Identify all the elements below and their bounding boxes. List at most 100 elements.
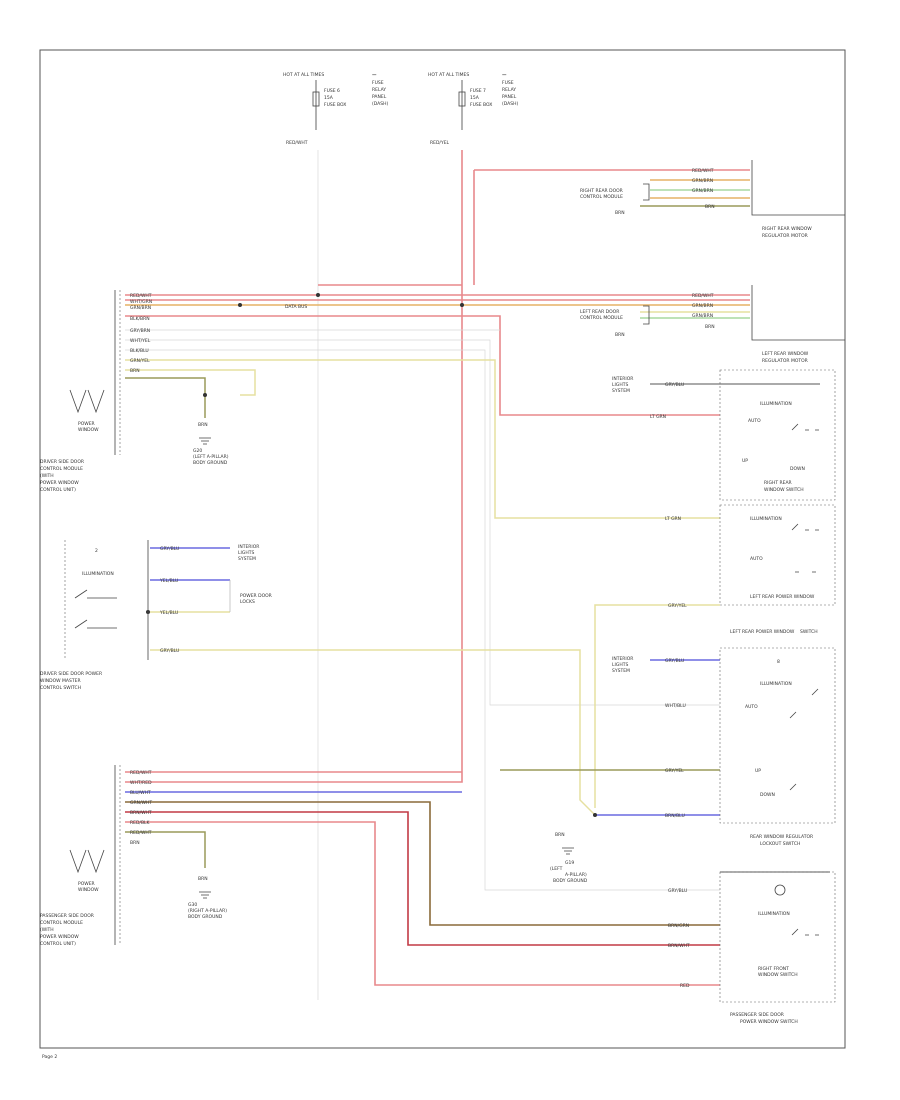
rrs-auto: AUTO: [748, 418, 761, 424]
lrs-auto: AUTO: [750, 556, 763, 562]
lr-pin-3: BRN: [705, 324, 715, 330]
driver-master-switch: 2 ILLUMINATION DRIVER SIDE DOOR POWER WI…: [40, 540, 272, 691]
pm-pin-6: RED/WHT: [130, 830, 152, 836]
fuse-6-line-2: 15A: [324, 95, 334, 101]
driver-module-pin-labels: RED/WHT WHT/GRN GRN/BRN BLK/BRN GRY/BRN …: [130, 293, 307, 374]
pm-label-4: POWER WINDOW: [40, 934, 79, 940]
diagram-frame: [39, 49, 846, 1049]
ground-driver: BRN G20 (LEFT A-PILLAR) BODY GROUND: [193, 422, 229, 466]
ps-pin-2: BRN/WHT: [668, 943, 690, 949]
gnd-pass-l2: (RIGHT A-PILLAR): [188, 908, 227, 914]
ms-label-1: DRIVER SIDE DOOR POWER: [40, 671, 102, 677]
pm-label-1: PASSENGER SIDE DOOR: [40, 913, 94, 919]
lr-label-2: REGULATOR MOTOR: [762, 358, 808, 364]
lo-up: UP: [755, 768, 761, 774]
bus-red-3: [125, 315, 720, 416]
fuse-7-note-1: FUSE: [502, 80, 514, 86]
gnd-pass-wire-label: BRN: [198, 876, 208, 882]
dm-pin-1: WHT/GRN: [130, 299, 152, 305]
gnd-driver-l2: (LEFT A-PILLAR): [193, 454, 229, 460]
pm-label-2: CONTROL MODULE: [40, 920, 83, 926]
dm-pin-4: GRY/BRN: [130, 328, 150, 334]
lr-pin-0: RED/WHT: [692, 293, 714, 299]
left-rear-window-switch: LT GRN GRY/YEL ILLUMINATION AUTO LEFT RE…: [665, 504, 836, 635]
fuse-7-line-2: 15A: [470, 95, 480, 101]
pass-module-icon-l2: WINDOW: [78, 887, 99, 893]
rr-motor-note-2: CONTROL MODULE: [580, 194, 623, 200]
right-rear-window-regulator: RIGHT REAR DOOR CONTROL MODULE BRN RED/W…: [580, 160, 845, 239]
rrs-up: UP: [742, 458, 748, 464]
fuse-6-dash: —: [372, 73, 377, 78]
pm-pin-7: BRN: [130, 840, 140, 846]
passenger-door-window-switch: GRY/BLU BRN/GRN BRN/WHT RED ILLUMINATION…: [668, 871, 836, 1025]
right-rear-window-switch: INTERIOR LIGHTS SYSTEM GRY/BLU LT GRN IL…: [612, 369, 836, 501]
left-rear-window-regulator: LEFT REAR DOOR CONTROL MODULE BRN RED/WH…: [580, 285, 845, 364]
ps-pin-0: GRY/BLU: [668, 888, 687, 894]
rr-label-1: RIGHT REAR WINDOW: [762, 226, 812, 232]
rrs-label-1: RIGHT REAR: [764, 480, 792, 486]
rear-window-lockout-switch: INTERIOR LIGHTS SYSTEM GRY/BLU WHT/BLU G…: [612, 647, 836, 847]
lo-int-3: SYSTEM: [612, 668, 630, 674]
fuse7-trunk: [125, 150, 463, 783]
pm-red-2: [125, 821, 720, 986]
page-corner-label: Page 2: [42, 1054, 57, 1060]
bus-yel-1: [125, 359, 720, 519]
lr-motor-gnd: BRN: [615, 332, 625, 338]
ms-pin-0: GRY/BLU: [160, 546, 179, 552]
lo-int-1: INTERIOR: [612, 656, 633, 662]
rrs-pin-1: LT GRN: [650, 414, 666, 420]
pm-pin-5: RED/BLK: [130, 820, 151, 826]
fuse-6-line-3: FUSE BOX: [324, 102, 346, 108]
ps-pin-3: RED: [680, 983, 690, 989]
pm-pin-2: BLU/WHT: [130, 790, 151, 796]
pass-module-icon-l1: POWER: [78, 881, 95, 887]
ms-pdl-1: POWER DOOR: [240, 593, 272, 599]
lrs-label-1: LEFT REAR POWER WINDOW: [750, 594, 815, 600]
ms-label-3: CONTROL SWITCH: [40, 685, 81, 691]
lrs-label-2: LEFT REAR POWER WINDOW: [730, 629, 795, 635]
lr-label-1: LEFT REAR WINDOW: [762, 351, 809, 357]
fuse-7-note-2: RELAY: [502, 87, 516, 93]
rr-pin-3: BRN: [705, 204, 715, 210]
rrs-int-1: INTERIOR: [612, 376, 633, 382]
rrs-int-2: LIGHTS: [612, 382, 628, 388]
lo-pin-2: GRY/YEL: [665, 768, 684, 774]
lo-label-2: LOCKOUT SWITCH: [760, 841, 800, 847]
lrs-pin-1: GRY/YEL: [668, 603, 687, 609]
fuse-6-wire-label: RED/WHT: [286, 140, 308, 146]
driver-module-label-5: CONTROL UNIT): [40, 487, 76, 493]
gnd-driver-wire: [125, 377, 206, 418]
driver-module-label-4: POWER WINDOW: [40, 480, 79, 486]
dm-pin-3: BLK/BRN: [130, 316, 150, 322]
ps-illum: ILLUMINATION: [758, 911, 790, 917]
gnd-driver-l1: G20: [193, 448, 202, 454]
ps-label-inner-2: WINDOW SWITCH: [758, 972, 798, 978]
lo-pin-3: BRN/BLU: [665, 813, 685, 819]
gnd-mid-wire-label: BRN: [555, 832, 565, 838]
driver-module-icon-l2: WINDOW: [78, 427, 99, 433]
dm-pin-7: GRN/YEL: [130, 358, 150, 364]
lr-motor-note-2: CONTROL MODULE: [580, 315, 623, 321]
lo-label-1: REAR WINDOW REGULATOR: [750, 834, 813, 840]
driver-module-label-1: DRIVER SIDE DOOR: [40, 459, 84, 465]
lo-int-2: LIGHTS: [612, 662, 628, 668]
dm-pin-2: GRN/BRN: [130, 305, 151, 311]
fuse-6-title: HOT AT ALL TIMES: [283, 72, 324, 78]
ms-int-1: INTERIOR: [238, 544, 259, 550]
fuse-6-note-3: PANEL: [372, 94, 387, 100]
lr-pin-2: GRN/BRN: [692, 313, 713, 319]
rrs-pin-0: GRY/BLU: [665, 382, 684, 388]
fuse-6-note-1: FUSE: [372, 80, 384, 86]
fuse-7-note-3: PANEL: [502, 94, 517, 100]
bus-gry-2: [125, 339, 720, 706]
ms-pin-3: GRY/BLU: [160, 648, 179, 654]
rrs-illum: ILLUMINATION: [760, 401, 792, 407]
fuse-7-line-1: FUSE 7: [470, 88, 486, 94]
lrs-label-3: SWITCH: [800, 629, 818, 635]
gnd-pass-l3: BODY GROUND: [188, 914, 223, 920]
ms-yel-long: [150, 649, 596, 816]
ground-passenger: BRN G30 (RIGHT A-PILLAR) BODY GROUND: [188, 876, 227, 920]
gnd-driver-l3: BODY GROUND: [193, 460, 228, 466]
rr-label-2: REGULATOR MOTOR: [762, 233, 808, 239]
